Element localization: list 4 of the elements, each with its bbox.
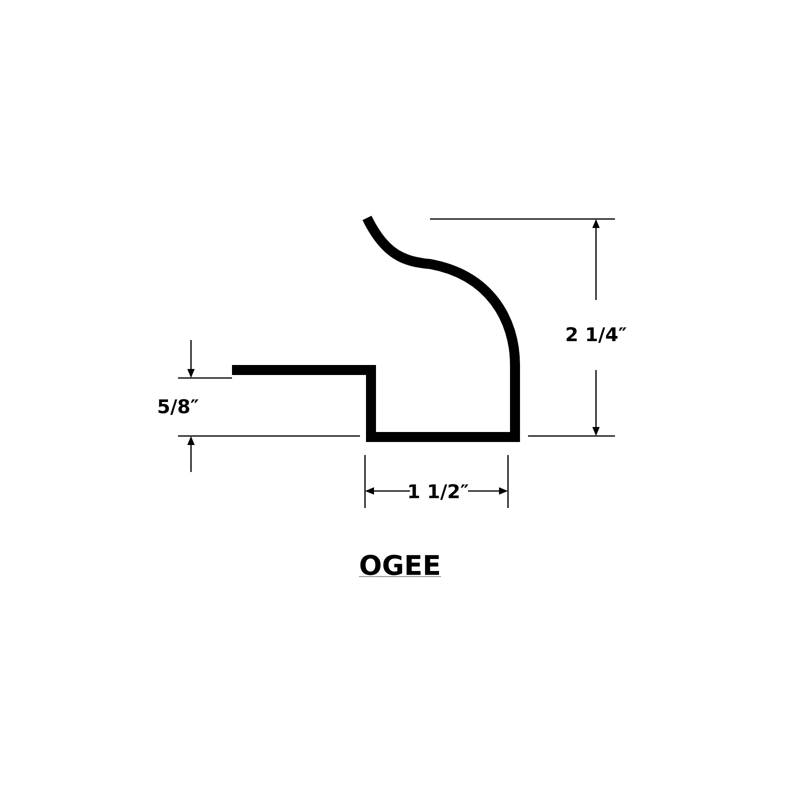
dimension-label: 1 1/2″ [409, 484, 468, 500]
dimension-label: 5/8″ [158, 399, 198, 415]
dimension-label: 2 1/4″ [566, 327, 626, 343]
title: OGEE [358, 554, 442, 577]
